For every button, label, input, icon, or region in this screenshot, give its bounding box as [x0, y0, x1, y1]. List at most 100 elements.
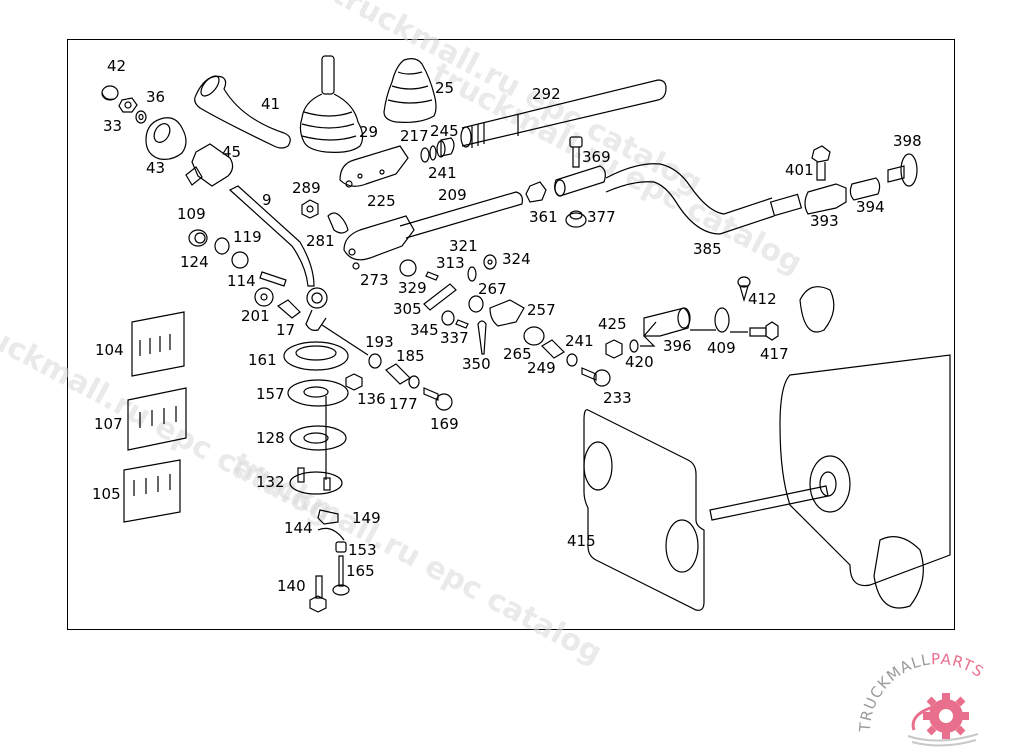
part-292-rod[interactable] [460, 79, 667, 148]
part-417-bolt[interactable] [749, 321, 779, 341]
part-345-washer[interactable] [441, 310, 455, 326]
part-114-pin[interactable] [259, 271, 287, 287]
part-377-nut[interactable] [565, 210, 587, 228]
label-377[interactable]: 377 [587, 208, 616, 226]
part-193-washer[interactable] [368, 353, 382, 369]
part-119-bushing[interactable] [231, 251, 249, 269]
label-119[interactable]: 119 [233, 228, 262, 246]
part-321-ring[interactable] [467, 266, 477, 282]
part-29-gaiter[interactable] [299, 55, 364, 153]
part-42-cap[interactable] [101, 85, 119, 101]
truckmall-parts-logo[interactable]: TRUCKMALLPARTS [858, 648, 1018, 748]
label-305[interactable]: 305 [393, 300, 422, 318]
label-273[interactable]: 273 [360, 271, 389, 289]
part-257-lever[interactable] [489, 299, 525, 327]
part-393-joint[interactable] [804, 183, 847, 215]
label-281[interactable]: 281 [306, 232, 335, 250]
label-140[interactable]: 140 [277, 577, 306, 595]
label-417[interactable]: 417 [760, 345, 789, 363]
label-345[interactable]: 345 [410, 321, 439, 339]
part-107-shift-pattern-plate[interactable] [127, 387, 187, 451]
part-157-plate[interactable] [287, 379, 349, 407]
part-369-bolt[interactable] [569, 136, 583, 168]
label-415[interactable]: 415 [567, 532, 596, 550]
label-177[interactable]: 177 [389, 395, 418, 413]
part-209-rod[interactable] [399, 191, 523, 239]
label-209[interactable]: 209 [438, 186, 467, 204]
label-42[interactable]: 42 [107, 57, 126, 75]
label-9[interactable]: 9 [262, 191, 272, 209]
label-124[interactable]: 124 [180, 253, 209, 271]
label-241[interactable]: 241 [428, 164, 457, 182]
part-149-bracket[interactable] [317, 509, 339, 525]
part-25-gaiter[interactable] [383, 58, 437, 123]
label-324[interactable]: 324 [502, 250, 531, 268]
part-337-pin[interactable] [455, 319, 469, 329]
label-25[interactable]: 25 [435, 79, 454, 97]
label-161[interactable]: 161 [248, 351, 277, 369]
label-153[interactable]: 153 [348, 541, 377, 559]
label-185[interactable]: 185 [396, 347, 425, 365]
label-41[interactable]: 41 [261, 95, 280, 113]
part-165-screw[interactable] [332, 555, 350, 596]
part-350-cotter-pin[interactable] [477, 320, 487, 355]
label-337[interactable]: 337 [440, 329, 469, 347]
part-265-bushing[interactable] [523, 326, 545, 346]
part-401-bolt[interactable] [811, 145, 831, 181]
label-398[interactable]: 398 [893, 132, 922, 150]
part-144-clip[interactable] [317, 527, 345, 541]
part-420-washer[interactable] [629, 339, 639, 353]
label-169[interactable]: 169 [430, 415, 459, 433]
label-149[interactable]: 149 [352, 509, 381, 527]
label-144[interactable]: 144 [284, 519, 313, 537]
part-324-washer[interactable] [483, 254, 497, 270]
label-412[interactable]: 412 [748, 290, 777, 308]
label-245[interactable]: 245 [430, 122, 459, 140]
part-329-spring[interactable] [399, 259, 417, 277]
part-109-bushing[interactable] [188, 229, 208, 247]
part-136-nut[interactable] [345, 373, 363, 391]
label-313[interactable]: 313 [436, 254, 465, 272]
label-321[interactable]: 321 [449, 237, 478, 255]
label-385[interactable]: 385 [693, 240, 722, 258]
part-140-bolt[interactable] [309, 575, 327, 613]
label-393[interactable]: 393 [810, 212, 839, 230]
part-153-sleeve[interactable] [335, 541, 347, 553]
label-43[interactable]: 43 [146, 159, 165, 177]
label-201[interactable]: 201 [241, 307, 270, 325]
part-361-nut[interactable] [525, 181, 547, 203]
label-128[interactable]: 128 [256, 429, 285, 447]
part-415-gasket[interactable] [583, 409, 705, 611]
label-165[interactable]: 165 [346, 562, 375, 580]
part-132-plate[interactable] [289, 467, 343, 495]
part-41-boot[interactable] [194, 73, 291, 149]
label-257[interactable]: 257 [527, 301, 556, 319]
part-43-knob[interactable] [145, 117, 187, 160]
label-401[interactable]: 401 [785, 161, 814, 179]
part-267-bushing[interactable] [468, 295, 484, 313]
label-249[interactable]: 249 [527, 359, 556, 377]
label-105[interactable]: 105 [92, 485, 121, 503]
label-409[interactable]: 409 [707, 339, 736, 357]
part-177-ring[interactable] [408, 375, 420, 389]
part-36-nut[interactable] [118, 97, 138, 113]
label-217[interactable]: 217 [400, 127, 429, 145]
label-425[interactable]: 425 [598, 315, 627, 333]
label-265[interactable]: 265 [503, 345, 532, 363]
part-104-shift-pattern-plate[interactable] [131, 311, 185, 377]
part-241b-ring[interactable] [566, 353, 578, 367]
label-225[interactable]: 225 [367, 192, 396, 210]
label-350[interactable]: 350 [462, 355, 491, 373]
part-305-pivot[interactable] [423, 283, 457, 311]
label-104[interactable]: 104 [95, 341, 124, 359]
label-132[interactable]: 132 [256, 473, 285, 491]
part-398-flange[interactable] [887, 153, 918, 187]
part-201-washer[interactable] [254, 287, 274, 307]
part-249-sleeve[interactable] [541, 339, 565, 359]
label-36[interactable]: 36 [146, 88, 165, 106]
label-109[interactable]: 109 [177, 205, 206, 223]
part-425-nut[interactable] [605, 339, 623, 359]
label-45[interactable]: 45 [222, 143, 241, 161]
part-241-ring[interactable] [420, 145, 437, 163]
label-114[interactable]: 114 [227, 272, 256, 290]
